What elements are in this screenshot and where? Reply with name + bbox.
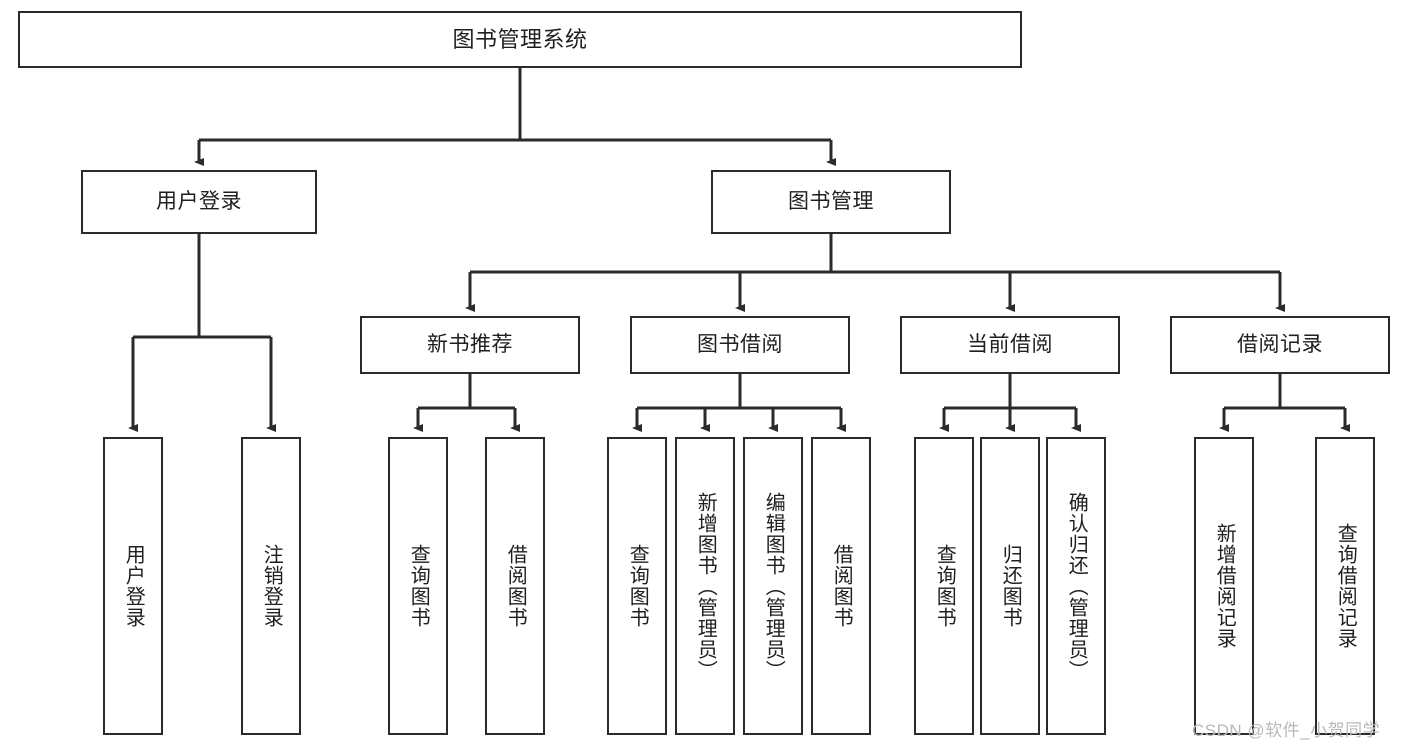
leaf-add-book-admin-label: 新增图书（管理员） — [694, 491, 717, 681]
leaf-query-borrow-record-label: 查询借阅记录 — [1334, 523, 1357, 649]
leaf-borrow-book-label: 借阅图书 — [830, 544, 853, 628]
leaf-query-book-recommend[interactable]: 查询图书 — [388, 437, 448, 735]
node-book-management[interactable]: 图书管理 — [711, 170, 951, 234]
node-book-borrow[interactable]: 图书借阅 — [630, 316, 850, 374]
leaf-edit-book-admin-label: 编辑图书（管理员） — [762, 491, 785, 681]
leaf-borrow-book[interactable]: 借阅图书 — [811, 437, 871, 735]
leaf-user-login-label: 用户登录 — [122, 544, 145, 628]
leaf-query-book-current-label: 查询图书 — [933, 544, 956, 628]
node-root[interactable]: 图书管理系统 — [18, 11, 1022, 68]
node-new-book-recommend[interactable]: 新书推荐 — [360, 316, 580, 374]
node-user-login[interactable]: 用户登录 — [81, 170, 317, 234]
leaf-return-book[interactable]: 归还图书 — [980, 437, 1040, 735]
node-book-management-label: 图书管理 — [788, 189, 874, 213]
leaf-borrow-book-recommend-label: 借阅图书 — [504, 544, 527, 628]
leaf-confirm-return-admin-label: 确认归还（管理员） — [1065, 491, 1088, 681]
node-borrow-record-label: 借阅记录 — [1237, 332, 1323, 356]
node-borrow-record[interactable]: 借阅记录 — [1170, 316, 1390, 374]
leaf-borrow-book-recommend[interactable]: 借阅图书 — [485, 437, 545, 735]
node-user-login-label: 用户登录 — [156, 189, 242, 213]
leaf-query-book-current[interactable]: 查询图书 — [914, 437, 974, 735]
leaf-return-book-label: 归还图书 — [999, 544, 1022, 628]
leaf-query-borrow-record[interactable]: 查询借阅记录 — [1315, 437, 1375, 735]
leaf-add-book-admin[interactable]: 新增图书（管理员） — [675, 437, 735, 735]
leaf-query-book-borrow[interactable]: 查询图书 — [607, 437, 667, 735]
leaf-user-login[interactable]: 用户登录 — [103, 437, 163, 735]
node-root-label: 图书管理系统 — [452, 26, 588, 52]
node-current-borrow-label: 当前借阅 — [967, 332, 1053, 356]
leaf-query-book-borrow-label: 查询图书 — [626, 544, 649, 628]
leaf-logout[interactable]: 注销登录 — [241, 437, 301, 735]
leaf-confirm-return-admin[interactable]: 确认归还（管理员） — [1046, 437, 1106, 735]
node-current-borrow[interactable]: 当前借阅 — [900, 316, 1120, 374]
leaf-add-borrow-record-label: 新增借阅记录 — [1213, 523, 1236, 649]
csdn-watermark: CSDN @软件_小贺同学 — [1192, 721, 1381, 740]
leaf-edit-book-admin[interactable]: 编辑图书（管理员） — [743, 437, 803, 735]
leaf-add-borrow-record[interactable]: 新增借阅记录 — [1194, 437, 1254, 735]
leaf-logout-label: 注销登录 — [260, 544, 283, 628]
node-book-borrow-label: 图书借阅 — [697, 332, 783, 356]
node-new-book-recommend-label: 新书推荐 — [427, 332, 513, 356]
leaf-query-book-recommend-label: 查询图书 — [407, 544, 430, 628]
